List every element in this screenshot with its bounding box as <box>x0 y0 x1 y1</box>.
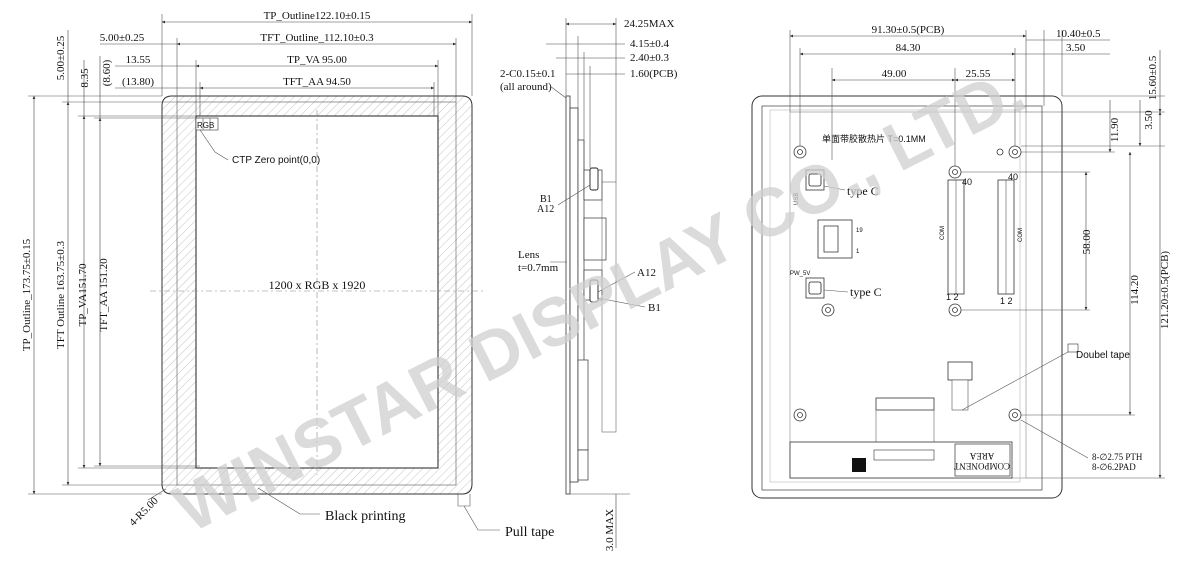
height-350: 3.50 <box>1143 110 1155 130</box>
component-area-label-2: AREA <box>969 451 994 461</box>
pin40-right: 40 <box>1008 172 1018 182</box>
dim-240: 2.40±0.3 <box>630 52 670 64</box>
offset-5-left: 5.00±0.25 <box>55 35 67 80</box>
usb-label: USB <box>794 193 800 205</box>
width-4900: 49.00 <box>882 68 907 80</box>
pcb-width: 91.30±0.5(PCB) <box>872 24 945 36</box>
dim-160: 1.60(PCB) <box>630 68 678 80</box>
a12-top-label: A12 <box>537 204 554 215</box>
pin12-left: 1 2 <box>946 292 959 302</box>
resolution-label: 1200 x RGB x 1920 <box>269 278 366 292</box>
tp-outline-height: TP_Outline_173.75±0.15 <box>21 238 33 351</box>
component-area-label-1: COMPONENT <box>954 461 1011 471</box>
chamfer-label: 2-C0.15±0.1 <box>500 68 556 80</box>
chamfer-note: (all around) <box>500 81 552 93</box>
type-c-bottom-label: type C <box>850 285 882 299</box>
lens-thickness: t=0.7mm <box>518 262 559 274</box>
rgb-label: RGB <box>197 121 214 130</box>
num-1: 1 <box>856 249 860 255</box>
num-19: 19 <box>856 228 863 234</box>
tft-aa-height: TFT_AA 151.20 <box>98 258 110 332</box>
width-350: 3.50 <box>1066 42 1086 54</box>
offset-1380: (13.80) <box>122 76 154 88</box>
b1-bottom-label: B1 <box>648 302 661 314</box>
height-11420: 114.20 <box>1129 275 1141 305</box>
pcb-height: 121.20±0.5(PCB) <box>1159 251 1171 329</box>
pw-label: PW_5V <box>790 271 810 277</box>
pin40-left: 40 <box>962 177 972 187</box>
tp-va-height: TP_VA151.70 <box>77 263 89 327</box>
a12-bottom-label: A12 <box>637 267 656 279</box>
dim-415: 4.15±0.4 <box>630 38 670 50</box>
offset-860: (8.60) <box>101 59 113 86</box>
com-left-label: COM <box>940 226 946 240</box>
tft-aa-width: TFT_AA 94.50 <box>283 76 351 88</box>
side-view: 24.25MAX 4.15±0.4 2.40±0.3 1.60(PCB) 2-C… <box>500 18 678 551</box>
tft-outline-height: TFT Outline 163.75±0.3 <box>55 241 67 349</box>
offset-835: 8.35 <box>79 68 91 88</box>
tape-max-label: 3.0 MAX <box>604 509 616 551</box>
back-view: 单面带胶散热片 T=0.1MM USB type C PW_5V type C … <box>751 24 1171 499</box>
tp-outline-width: TP_Outline122.10±0.15 <box>264 10 371 22</box>
lens-label: Lens <box>518 249 539 261</box>
offset-5-top: 5.00±0.25 <box>100 32 145 44</box>
tp-va-width: TP_VA 95.00 <box>287 54 347 66</box>
width-8430: 84.30 <box>896 42 921 54</box>
black-printing-label: Black printing <box>325 509 406 524</box>
com-right-label: COM <box>1018 228 1024 242</box>
corner-radius-label: 4-R5.00 <box>127 495 161 529</box>
pull-tape-label: Pull tape <box>505 525 554 540</box>
pin12-right: 1 2 <box>1000 296 1013 306</box>
height-5800: 58.00 <box>1081 229 1093 254</box>
offset-1355: 13.55 <box>126 54 151 66</box>
doubel-tape-label: Doubel tape <box>1076 350 1130 361</box>
tft-outline-width: TFT_Outline_112.10±0.3 <box>260 32 374 44</box>
pad-label: 8-∅6.2PAD <box>1092 462 1136 472</box>
width-2555: 25.55 <box>966 68 991 80</box>
ctp-zero-label: CTP Zero point(0,0) <box>232 155 320 166</box>
tft-outline <box>176 101 457 486</box>
width-1040: 10.40±0.5 <box>1056 28 1101 40</box>
type-c-top-label: type C <box>847 184 879 198</box>
pth-label: 8-∅2.75 PTH <box>1092 452 1143 462</box>
chinese-note: 单面带胶散热片 T=0.1MM <box>822 133 926 144</box>
height-1190: 11.90 <box>1109 117 1121 142</box>
max-thickness: 24.25MAX <box>624 18 674 30</box>
height-1560: 15.60±0.5 <box>1147 55 1159 100</box>
b1-top-label: B1 <box>540 194 552 205</box>
